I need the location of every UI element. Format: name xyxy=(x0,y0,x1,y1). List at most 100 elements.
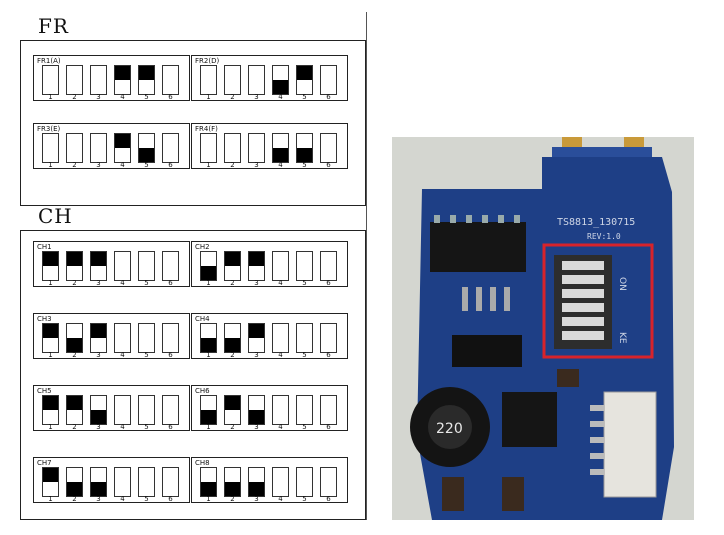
switch-lever-down xyxy=(225,338,240,352)
switch-lever-up xyxy=(43,252,58,266)
inductor-label: 220 xyxy=(436,421,463,437)
switch-number: 6 xyxy=(326,351,331,359)
ch-block-label: CH6 xyxy=(195,387,210,395)
switch-number: 4 xyxy=(278,161,283,169)
switch-number: 5 xyxy=(144,351,149,359)
dip-switch-1 xyxy=(42,65,59,95)
dip-switch-1 xyxy=(200,395,217,425)
dip-switch-2 xyxy=(66,467,83,497)
fr-block-label: FR4(F) xyxy=(195,125,218,133)
switch-lever-down xyxy=(297,148,312,162)
dip-switch-4 xyxy=(114,251,131,281)
switch-number: 2 xyxy=(72,279,77,287)
switch-lever-up xyxy=(115,134,130,148)
switch-number: 2 xyxy=(230,279,235,287)
switch-number: 6 xyxy=(326,93,331,101)
ch-block-label: CH7 xyxy=(37,459,52,467)
ch-section-title: CH xyxy=(38,204,73,228)
dip-switch-3 xyxy=(248,65,265,95)
dip-switch-1 xyxy=(200,251,217,281)
switch-lever-up xyxy=(43,396,58,410)
switch-number: 4 xyxy=(120,495,125,503)
switch-number: 3 xyxy=(254,279,259,287)
dip-switch-5 xyxy=(138,133,155,163)
switch-number: 3 xyxy=(254,93,259,101)
switch-number: 1 xyxy=(206,279,211,287)
dip-switch-6 xyxy=(162,323,179,353)
dip-switch-3 xyxy=(90,65,107,95)
switch-lever-up xyxy=(91,324,106,338)
dip-switch-3 xyxy=(90,395,107,425)
dip-switch-4 xyxy=(114,133,131,163)
dip-switch-6 xyxy=(320,65,337,95)
dip-switch-4 xyxy=(272,65,289,95)
switch-number: 6 xyxy=(168,423,173,431)
dip-switch-2 xyxy=(224,251,241,281)
switch-number: 2 xyxy=(72,423,77,431)
dip-switch-1 xyxy=(200,133,217,163)
switch-number: 2 xyxy=(230,423,235,431)
switch-lever-down xyxy=(91,482,106,496)
switch-number: 3 xyxy=(96,161,101,169)
dip-switch-4 xyxy=(272,323,289,353)
switch-number: 4 xyxy=(120,423,125,431)
dip-switch-3 xyxy=(248,323,265,353)
dip-switch-5 xyxy=(138,65,155,95)
pcb-photo: TS8813_130715 REV:1.0 ON KE 220 xyxy=(392,137,694,520)
switch-lever-down xyxy=(201,266,216,280)
switch-lever-down xyxy=(139,148,154,162)
fr-block-label: FR1(A) xyxy=(37,57,61,65)
dip-switch-2 xyxy=(224,65,241,95)
switch-lever-up xyxy=(225,252,240,266)
switch-number: 6 xyxy=(168,351,173,359)
switch-lever-up xyxy=(115,66,130,80)
dip-switch-3 xyxy=(248,395,265,425)
component xyxy=(502,392,557,447)
on-label: ON xyxy=(617,277,627,291)
switch-lever-down xyxy=(67,482,82,496)
switch-number: 4 xyxy=(278,93,283,101)
switch-number: 1 xyxy=(48,351,53,359)
dip-switch-1 xyxy=(200,65,217,95)
switch-number: 1 xyxy=(48,495,53,503)
switch-number: 2 xyxy=(230,495,235,503)
switch-lever-up xyxy=(67,252,82,266)
switch-number: 3 xyxy=(96,93,101,101)
switch-number: 3 xyxy=(96,279,101,287)
switch-number: 5 xyxy=(144,161,149,169)
dip-switch-1 xyxy=(42,133,59,163)
switch-lever-down xyxy=(249,482,264,496)
switch-number: 4 xyxy=(278,279,283,287)
board-label: TS8813_130715 xyxy=(557,217,635,228)
switch-number: 5 xyxy=(302,93,307,101)
switch-number: 3 xyxy=(254,423,259,431)
switch-number: 2 xyxy=(72,495,77,503)
switch-number: 3 xyxy=(96,495,101,503)
switch-number: 4 xyxy=(278,423,283,431)
capacitor xyxy=(557,369,579,387)
dip-switch-4 xyxy=(272,133,289,163)
switch-number: 3 xyxy=(96,351,101,359)
switch-number: 4 xyxy=(120,161,125,169)
switch-number: 2 xyxy=(230,161,235,169)
switch-number: 5 xyxy=(144,423,149,431)
switch-number: 1 xyxy=(206,93,211,101)
switch-number: 5 xyxy=(302,495,307,503)
dip-switch-2 xyxy=(66,65,83,95)
switch-number: 6 xyxy=(168,161,173,169)
switch-number: 5 xyxy=(144,93,149,101)
dip-switch-4 xyxy=(114,467,131,497)
switch-number: 1 xyxy=(48,279,53,287)
dip-switch-4 xyxy=(272,251,289,281)
dip-switch-1 xyxy=(200,323,217,353)
dip-switch-6 xyxy=(162,467,179,497)
